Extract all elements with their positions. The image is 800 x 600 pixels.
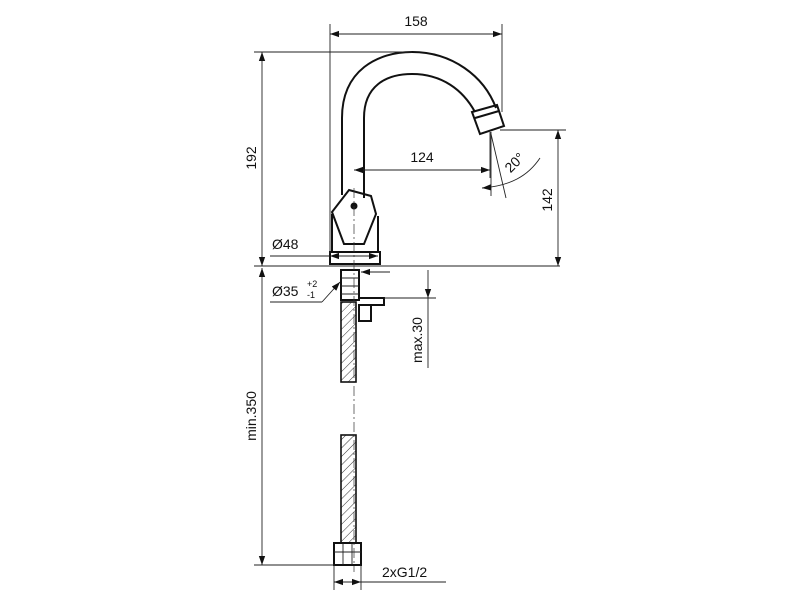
- spout-reach-label: 124: [410, 149, 434, 165]
- hole-diameter-label: Ø35: [272, 283, 299, 299]
- dimension-max-deck-thickness: max.30: [384, 270, 436, 368]
- spout-height-label: 142: [539, 188, 555, 212]
- flexible-hose-upper: [340, 301, 357, 383]
- dimension-min-hose-length: min.350: [243, 268, 334, 566]
- base-diameter-label: Ø48: [272, 236, 299, 252]
- tap-body: [304, 50, 560, 566]
- overall-height-label: 192: [243, 146, 259, 170]
- nozzle-ring: [474, 110, 500, 119]
- dimension-base-diameter: Ø48: [270, 236, 378, 260]
- dimension-overall-width: 158: [329, 13, 503, 254]
- dimension-swivel-angle: 20°: [481, 132, 541, 199]
- hose-end-fitting: [333, 542, 362, 566]
- hole-tolerance-upper: +2: [307, 279, 317, 289]
- spout-nozzle: [470, 103, 506, 136]
- mounting-shank: [340, 269, 360, 301]
- lever-handle: [330, 188, 378, 245]
- dimension-hole-diameter: Ø35 +2 -1: [270, 268, 390, 303]
- overall-width-label: 158: [404, 13, 428, 29]
- spout-inner-outline: [363, 72, 476, 198]
- base-rosette: [329, 251, 381, 265]
- fixing-nut: [358, 304, 372, 322]
- dimension-spout-height: 142: [500, 129, 566, 266]
- swivel-angle-label: 20°: [501, 149, 527, 175]
- dimension-overall-height: 192: [243, 51, 412, 267]
- connections-label: 2xG1/2: [382, 564, 427, 580]
- min-hose-length-label: min.350: [243, 391, 259, 441]
- hole-tolerance-lower: -1: [307, 290, 315, 300]
- max-deck-thickness-label: max.30: [409, 317, 425, 363]
- dimension-connections: 2xG1/2: [333, 564, 446, 590]
- dimension-spout-reach: 124: [354, 132, 491, 178]
- fixing-bracket: [359, 297, 385, 306]
